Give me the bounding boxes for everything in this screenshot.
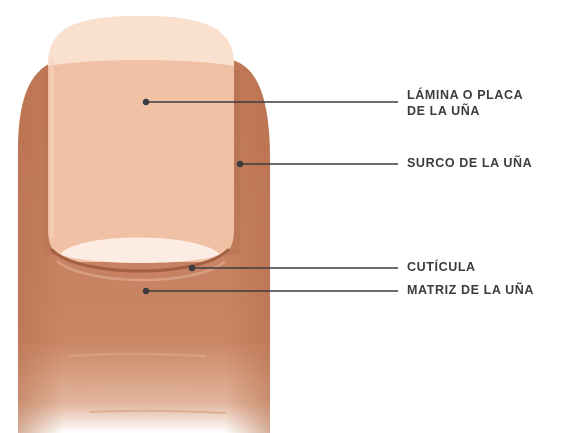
- label-nail-groove: SURCO DE LA UÑA: [407, 155, 532, 171]
- label-cuticle: CUTÍCULA: [407, 259, 476, 275]
- label-nail-plate: LÁMINA O PLACA DE LA UÑA: [407, 87, 523, 119]
- dot-nail-groove: [237, 161, 244, 168]
- label-matrix: MATRIZ DE LA UÑA: [407, 282, 534, 298]
- label-nail-plate-line1: LÁMINA O PLACA: [407, 87, 523, 103]
- dot-matrix: [143, 288, 150, 295]
- dot-nail-plate: [143, 99, 150, 106]
- nail-free-edge: [48, 16, 234, 66]
- dot-cuticle: [189, 265, 196, 272]
- label-nail-plate-line2: DE LA UÑA: [407, 103, 523, 119]
